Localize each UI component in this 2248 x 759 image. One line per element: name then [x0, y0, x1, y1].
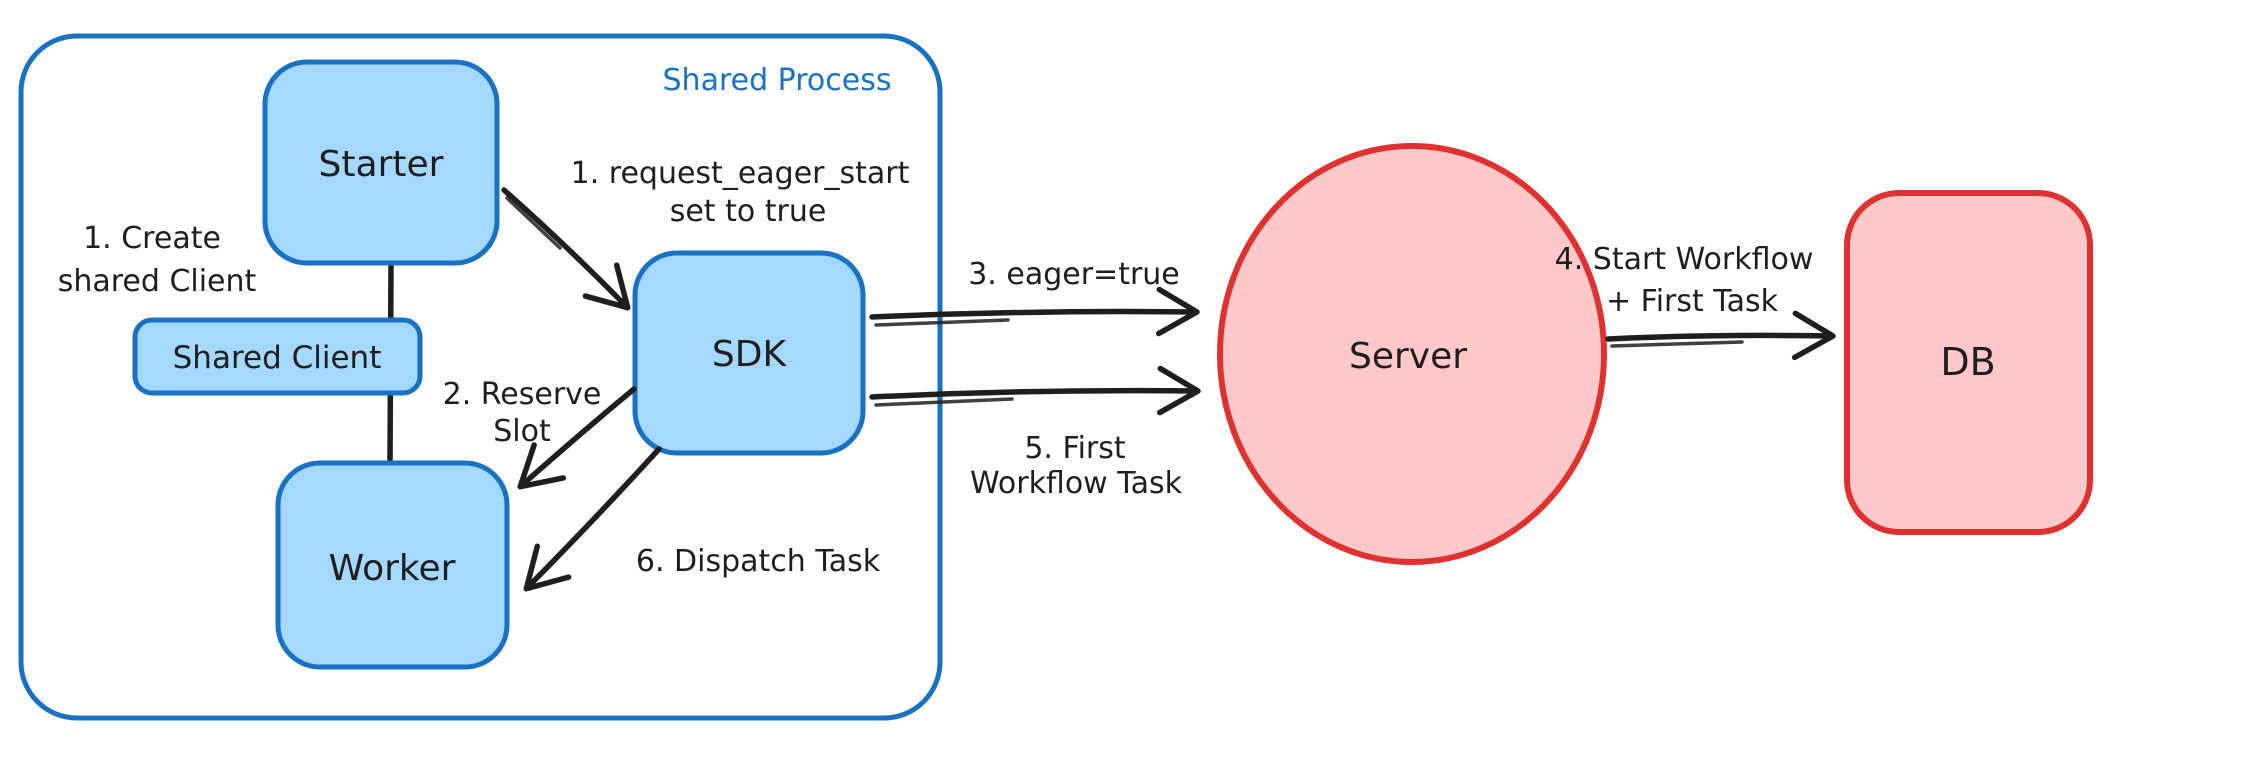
- annotation-start-workflow-line2: + First Task: [1606, 284, 1779, 319]
- annotation-reserve-slot-line1: 2. Reserve: [443, 377, 602, 412]
- node-sdk: [632, 250, 866, 456]
- node-shared-client-label: Shared Client: [173, 340, 382, 376]
- arrow-starter-sdk-overdraw: [505, 196, 562, 250]
- arrow-sdk-server-first-task-overdraw: [874, 397, 1014, 407]
- arrow-sdk-server-eager: [869, 286, 1200, 337]
- annotation-start-workflow-line1: 4. Start Workflow: [1555, 242, 1814, 277]
- arrow-server-db-overdraw: [1610, 340, 1744, 348]
- shared-process-container: [18, 33, 943, 721]
- arrow-sdk-server-eager-overdraw: [874, 318, 1010, 327]
- node-worker: [275, 460, 510, 670]
- annotation-start-workflow: 4. Start Workflow + First Task: [1555, 242, 1814, 319]
- arrow-server-db: [1605, 310, 1836, 361]
- node-db: [1844, 190, 2093, 535]
- arrow-sdk-worker-reserve: [517, 386, 637, 490]
- node-shared-client: [132, 317, 423, 396]
- annotation-create-shared-client-line2: shared Client: [58, 264, 257, 299]
- node-worker-label: Worker: [329, 548, 456, 589]
- annotation-create-shared-client-line1: 1. Create: [83, 221, 221, 256]
- node-server-label: Server: [1349, 336, 1467, 377]
- annotation-request-eager-start: 1. request_eager_start set to true: [571, 156, 910, 229]
- annotation-reserve-slot: 2. Reserve Slot: [443, 377, 602, 449]
- annotation-first-workflow-task-line2: Workflow Task: [970, 466, 1183, 501]
- annotation-request-eager-start-line1: 1. request_eager_start: [571, 156, 910, 191]
- node-server: [1217, 143, 1607, 565]
- annotation-first-workflow-task-line1: 5. First: [1024, 431, 1126, 466]
- node-starter: [262, 59, 500, 266]
- annotation-eager-true: 3. eager=true: [968, 257, 1180, 292]
- arrow-sdk-worker-dispatch: [523, 446, 662, 592]
- annotation-dispatch-task: 6. Dispatch Task: [636, 544, 881, 579]
- shared-process-title: Shared Process: [663, 63, 892, 98]
- annotation-create-shared-client: 1. Create shared Client: [58, 221, 257, 299]
- node-db-label: DB: [1940, 340, 1995, 384]
- annotation-request-eager-start-line2: set to true: [670, 194, 827, 229]
- arrow-starter-sdk: [501, 187, 631, 311]
- annotation-first-workflow-task: 5. First Workflow Task: [970, 431, 1183, 501]
- node-sdk-label: SDK: [712, 334, 788, 375]
- node-starter-label: Starter: [319, 144, 444, 185]
- annotation-reserve-slot-line2: Slot: [493, 414, 551, 449]
- arrow-sdk-server-first-task: [869, 365, 1201, 416]
